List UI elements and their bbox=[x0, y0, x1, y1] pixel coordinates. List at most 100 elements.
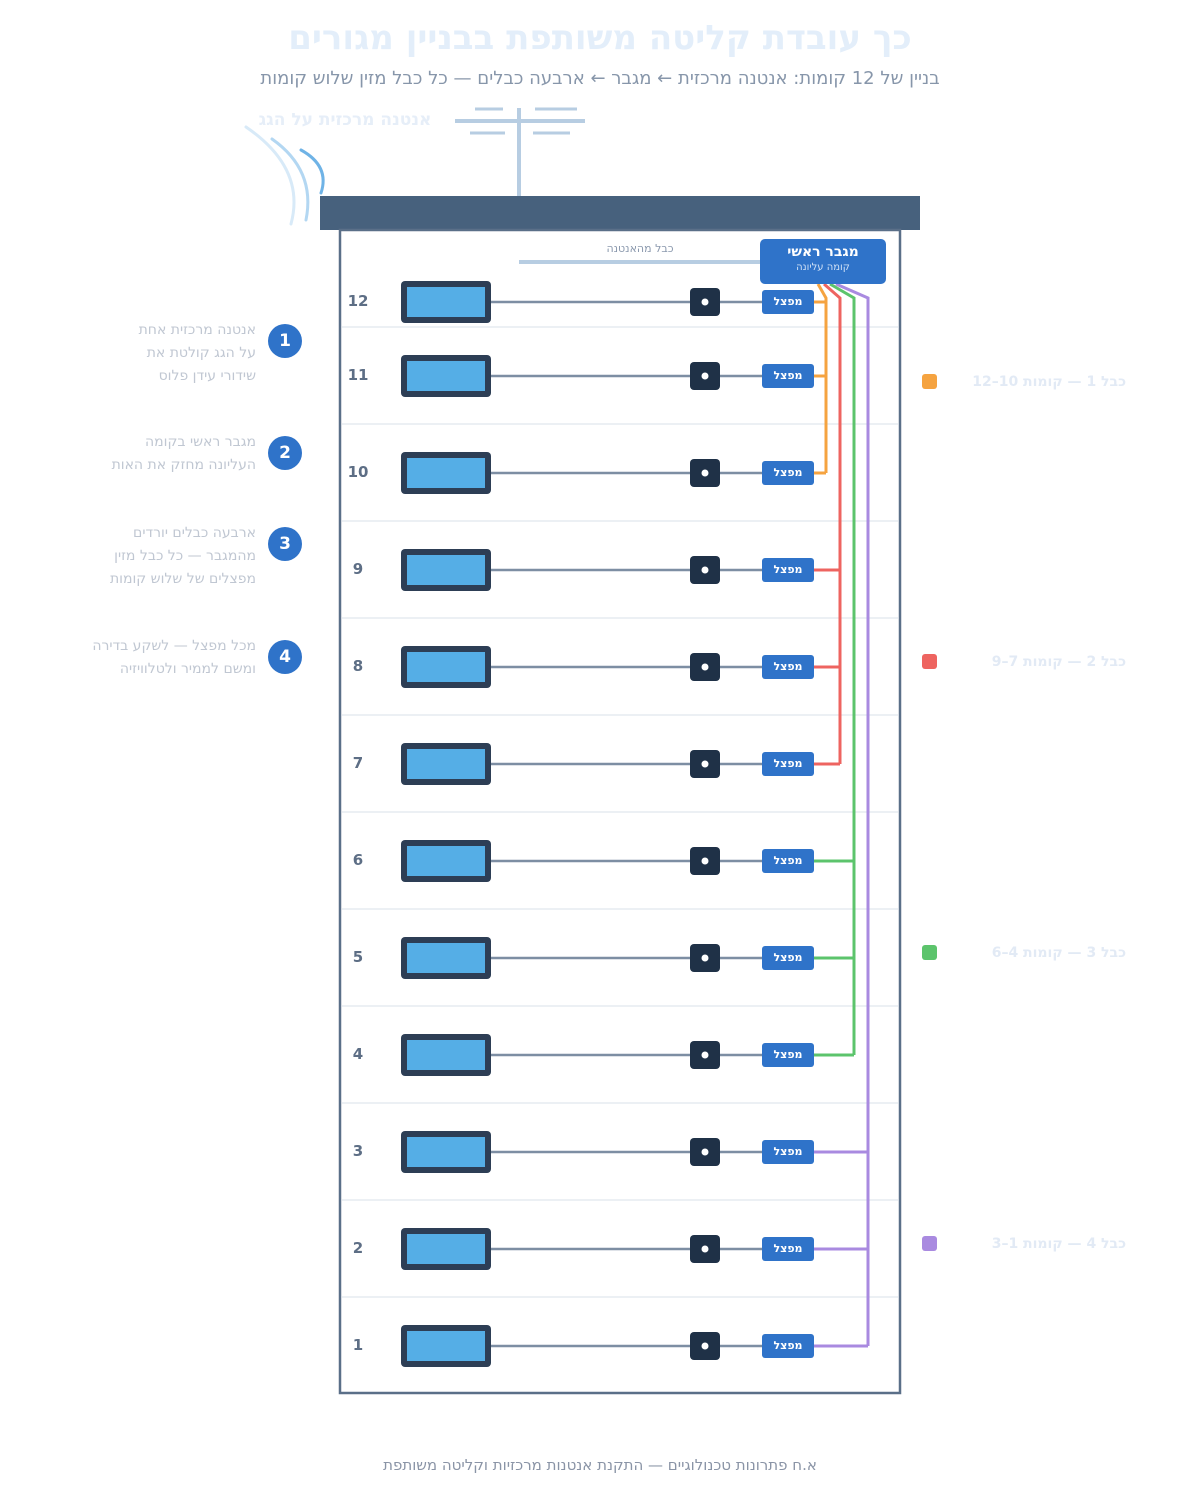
floor-4 bbox=[401, 1034, 762, 1076]
floor-6 bbox=[401, 840, 762, 882]
floor-3 bbox=[401, 1131, 762, 1173]
floor-8 bbox=[401, 646, 762, 688]
outlet-hole bbox=[701, 1245, 709, 1253]
floor-number: 3 bbox=[352, 1142, 364, 1160]
cable-1 bbox=[814, 283, 828, 475]
floor-9 bbox=[401, 549, 762, 591]
splitter: מפצל bbox=[762, 1140, 814, 1164]
floor-number: 10 bbox=[347, 463, 369, 481]
floor-number: 5 bbox=[352, 948, 364, 966]
tv-screen bbox=[407, 846, 485, 876]
legend-label: כבל 1 — קומות 10–12 bbox=[972, 374, 1126, 390]
outlet-hole bbox=[701, 1342, 709, 1350]
tv-screen bbox=[407, 458, 485, 488]
outlet-hole bbox=[701, 954, 709, 962]
cable-trunk bbox=[835, 282, 870, 1346]
floor-number: 2 bbox=[352, 1239, 364, 1257]
splitter: מפצל bbox=[762, 946, 814, 970]
outlet-hole bbox=[701, 857, 709, 865]
legend-label: כבל 4 — קומות 1–3 bbox=[991, 1236, 1126, 1252]
cable-4 bbox=[814, 282, 870, 1348]
signal-waves-icon bbox=[244, 125, 325, 226]
legend-swatch bbox=[922, 945, 937, 960]
tv-screen bbox=[407, 555, 485, 585]
floor-number: 7 bbox=[352, 754, 364, 772]
amplifier-title: מגבר ראשי bbox=[787, 244, 859, 260]
floor-11 bbox=[401, 355, 762, 397]
tv-screen bbox=[407, 652, 485, 682]
splitter: מפצל bbox=[762, 752, 814, 776]
floor-10 bbox=[401, 452, 762, 494]
tv-screen bbox=[407, 1331, 485, 1361]
step-2: 2 מגבר ראשי בקומה העליונה מחזק את האות bbox=[60, 434, 310, 516]
splitter: מפצל bbox=[762, 1334, 814, 1358]
tv-screen bbox=[407, 287, 485, 317]
outlet-hole bbox=[701, 372, 709, 380]
page-subtitle: בניין של 12 קומות: אנטנה מרכזית ← מגבר ←… bbox=[260, 68, 940, 89]
tv-screen bbox=[407, 943, 485, 973]
step-number: 4 bbox=[268, 640, 302, 674]
tv-screen bbox=[407, 1040, 485, 1070]
cable-trunk bbox=[829, 282, 856, 1055]
splitter: מפצל bbox=[762, 290, 814, 314]
floor-number: 1 bbox=[352, 1336, 364, 1354]
floor-5 bbox=[401, 937, 762, 979]
floor-number: 4 bbox=[352, 1045, 364, 1063]
cable-2 bbox=[814, 282, 842, 766]
footer-text: א.ח פתרונות טכנולוגיים — התקנת אנטנות מר… bbox=[383, 1456, 817, 1474]
cable-trunk bbox=[823, 282, 842, 764]
tv-screen bbox=[407, 1234, 485, 1264]
legend-label: כבל 2 — קומות 7–9 bbox=[991, 654, 1126, 670]
step-text: ארבעה כבלים יורדים מהמגבר — כל כבל מזין … bbox=[109, 525, 256, 587]
floor-2 bbox=[401, 1228, 762, 1270]
outlet-hole bbox=[701, 1051, 709, 1059]
splitter: מפצל bbox=[762, 1237, 814, 1261]
legend-label: כבל 3 — קומות 4–6 bbox=[991, 945, 1126, 961]
legend-cable-3: כבל 3 — קומות 4–6 bbox=[920, 943, 1126, 963]
outlet-hole bbox=[701, 1148, 709, 1156]
floor-1 bbox=[401, 1325, 762, 1367]
antenna-label: אנטנה מרכזית על הגג bbox=[258, 110, 432, 130]
splitter: מפצל bbox=[762, 1043, 814, 1067]
outlet-hole bbox=[701, 469, 709, 477]
step-text: אנטנה מרכזית אחת על הגג קולטת את שידורי … bbox=[138, 322, 256, 384]
floor-number: 11 bbox=[347, 366, 369, 384]
main-amplifier: מגבר ראשי קומה עליונה bbox=[760, 239, 886, 284]
step-1: 1 אנטנה מרכזית אחת על הגג קולטת את שידור… bbox=[60, 322, 310, 404]
cable-trunk bbox=[816, 283, 828, 473]
step-4: 4 מכל מפצל — לשקע בדירה ומשם לממיר ולטלו… bbox=[60, 638, 310, 720]
legend-swatch bbox=[922, 1236, 937, 1251]
page-title: כך עובדת קליטה משותפת בבניין מגורים bbox=[288, 18, 912, 58]
antenna-cable-label: כבל מהאנטנה bbox=[606, 242, 674, 255]
splitter: מפצל bbox=[762, 655, 814, 679]
step-text: מגבר ראשי בקומה העליונה מחזק את האות bbox=[111, 434, 256, 473]
step-text: מכל מפצל — לשקע בדירה ומשם לממיר ולטלווי… bbox=[92, 638, 256, 677]
outlet-hole bbox=[701, 760, 709, 768]
floor-number: 12 bbox=[347, 292, 369, 310]
legend-cable-1: כבל 1 — קומות 10–12 bbox=[920, 372, 1126, 392]
tv-screen bbox=[407, 749, 485, 779]
step-3: 3 ארבעה כבלים יורדים מהמגבר — כל כבל מזי… bbox=[60, 525, 310, 607]
outlet-hole bbox=[701, 566, 709, 574]
outlet-hole bbox=[701, 298, 709, 306]
floor-number: 8 bbox=[352, 657, 364, 675]
legend-swatch bbox=[922, 374, 937, 389]
splitter: מפצל bbox=[762, 364, 814, 388]
step-number: 1 bbox=[268, 324, 302, 358]
outlet-hole bbox=[701, 663, 709, 671]
step-number: 3 bbox=[268, 527, 302, 561]
floor-number: 9 bbox=[352, 560, 364, 578]
legend-swatch bbox=[922, 654, 937, 669]
legend-cable-4: כבל 4 — קומות 1–3 bbox=[920, 1234, 1126, 1254]
splitter: מפצל bbox=[762, 558, 814, 582]
step-number: 2 bbox=[268, 436, 302, 470]
splitter: מפצל bbox=[762, 461, 814, 485]
cable-3 bbox=[814, 282, 856, 1057]
legend-cable-2: כבל 2 — קומות 7–9 bbox=[920, 652, 1126, 672]
splitter: מפצל bbox=[762, 849, 814, 873]
floor-7 bbox=[401, 743, 762, 785]
floor-12 bbox=[401, 281, 762, 323]
amplifier-subtitle: קומה עליונה bbox=[796, 262, 850, 273]
building-roof bbox=[320, 196, 920, 230]
